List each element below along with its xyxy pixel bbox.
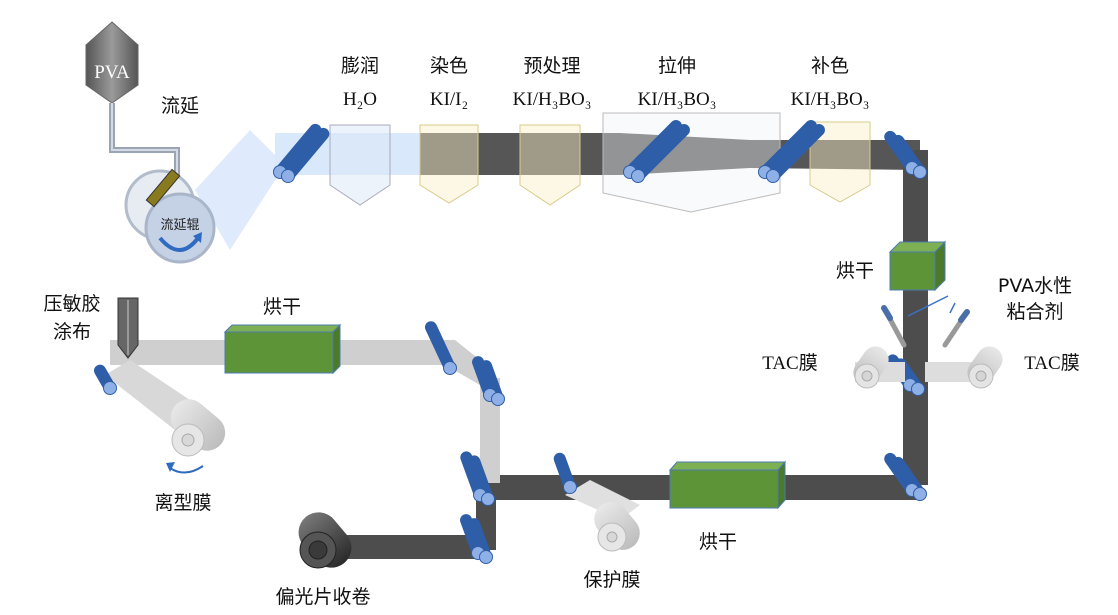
dryer-1-label: 烘干 [836, 260, 874, 282]
protective-film-label: 保护膜 [583, 569, 640, 591]
casting-die [145, 168, 181, 208]
stage-stretching: 拉伸 KI/H₃BO₃ [638, 55, 717, 110]
stage-color-fix: 补色 KI/H₃BO₃ [791, 55, 870, 110]
psa-coater [117, 297, 139, 359]
dryer-3 [668, 460, 787, 510]
rotation-arrow-icon [158, 236, 200, 252]
film-to-winding [330, 535, 490, 559]
guide-roller [460, 514, 493, 564]
stage-pretreat: 预处理 KI/H₃BO₃ [513, 55, 592, 110]
stage-chem: KI/H₃BO₃ [791, 89, 870, 110]
release-arrow-icon [169, 465, 204, 474]
stage-chem: KI/I₂ [430, 89, 468, 110]
adhesive-label-line1: PVA水性 [998, 275, 1072, 297]
guide-roller [424, 321, 457, 375]
guide-roller [758, 120, 825, 183]
guide-roller [623, 120, 690, 183]
stage-dyeing: 染色 KI/I₂ [430, 55, 468, 110]
dryer-2-label: 烘干 [263, 296, 301, 318]
tac-right-label: TAC膜 [1024, 352, 1079, 374]
casting-roll: 流延辊 [124, 168, 216, 264]
casting-label: 流延 [161, 95, 199, 117]
stage-name: 补色 [811, 55, 849, 77]
film-casting [195, 130, 285, 250]
tac-roll-left [853, 346, 905, 389]
guide-roller [472, 356, 505, 406]
dryer-2 [223, 323, 342, 375]
psa-label-line1: 压敏胶 [43, 293, 100, 315]
release-film-label: 离型膜 [154, 492, 211, 514]
guide-roller [884, 452, 927, 501]
winding-roll [298, 512, 352, 569]
guide-roller [553, 452, 577, 494]
guide-roller [94, 364, 117, 395]
adhesive-label-line2: 粘合剂 [1006, 301, 1063, 323]
tank-dyeing [419, 124, 479, 204]
guide-roller [273, 123, 330, 183]
stage-chem: KI/H₃BO₃ [513, 89, 592, 110]
dryer-3-label: 烘干 [699, 531, 737, 553]
adhesive-applicators [881, 295, 970, 348]
pva-hopper: PVA [85, 21, 180, 178]
tank-pretreat [519, 124, 581, 206]
tac-left-label: TAC膜 [762, 352, 817, 374]
guide-roller [884, 130, 927, 179]
stage-name: 膨润 [341, 55, 379, 77]
tank-color-fix [809, 121, 871, 203]
tank-swelling [329, 124, 391, 206]
hopper-label: PVA [94, 62, 130, 83]
casting-roll-label: 流延辊 [160, 218, 199, 233]
stage-chem: KI/H₃BO₃ [638, 89, 717, 110]
stage-swelling: 膨润 H₂O [341, 55, 379, 110]
protective-film-roll [594, 502, 640, 552]
film-vertical-right [903, 150, 928, 485]
winding-label: 偏光片收卷 [275, 586, 370, 608]
tac-roll-right [925, 346, 1003, 389]
stage-chem: H₂O [343, 89, 377, 110]
guide-roller [460, 451, 495, 506]
release-film-roll [170, 399, 226, 457]
psa-label-line2: 涂布 [53, 321, 91, 343]
stage-name: 染色 [430, 55, 468, 77]
stage-name: 预处理 [523, 55, 580, 77]
dryer-1 [888, 240, 947, 292]
tank-stretching [602, 112, 781, 213]
stage-name: 拉伸 [658, 55, 696, 77]
